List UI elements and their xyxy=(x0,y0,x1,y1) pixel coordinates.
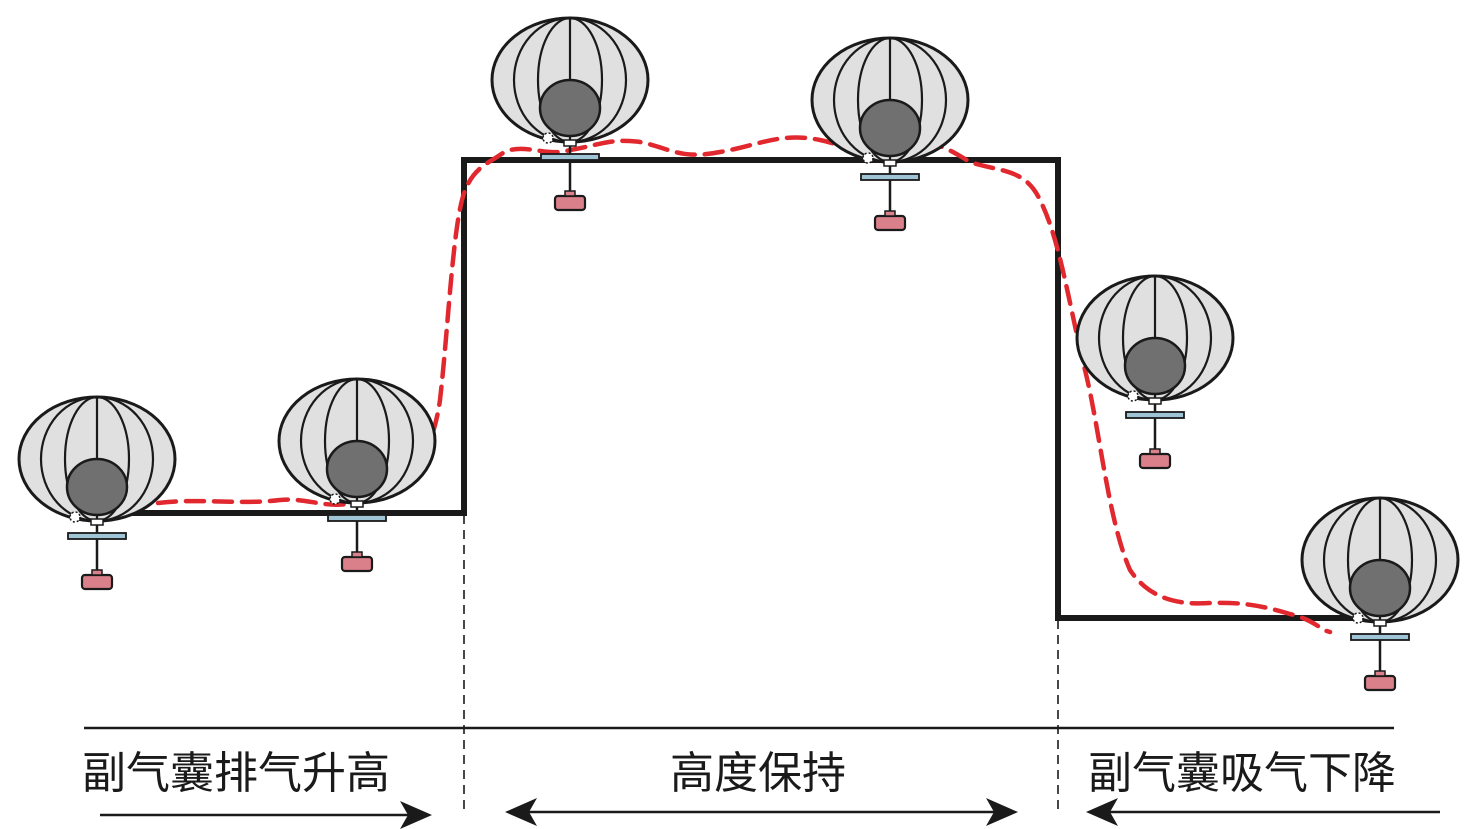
balloon-icon xyxy=(17,395,177,591)
phase-label-ascend: 副气囊排气升高 xyxy=(82,748,390,799)
phase-label-descend: 副气囊吸气下降 xyxy=(1088,748,1396,799)
arrow-both-icon xyxy=(505,798,1018,826)
balloon-icon xyxy=(810,36,970,232)
phase-label-hold: 高度保持 xyxy=(670,748,846,799)
balloon-icon xyxy=(490,16,650,212)
balloon-icon xyxy=(1300,496,1460,692)
arrow-right-icon xyxy=(100,801,432,829)
balloon-icon xyxy=(277,377,437,573)
arrow-left-icon xyxy=(1086,798,1440,826)
target-altitude-profile xyxy=(114,157,1370,621)
